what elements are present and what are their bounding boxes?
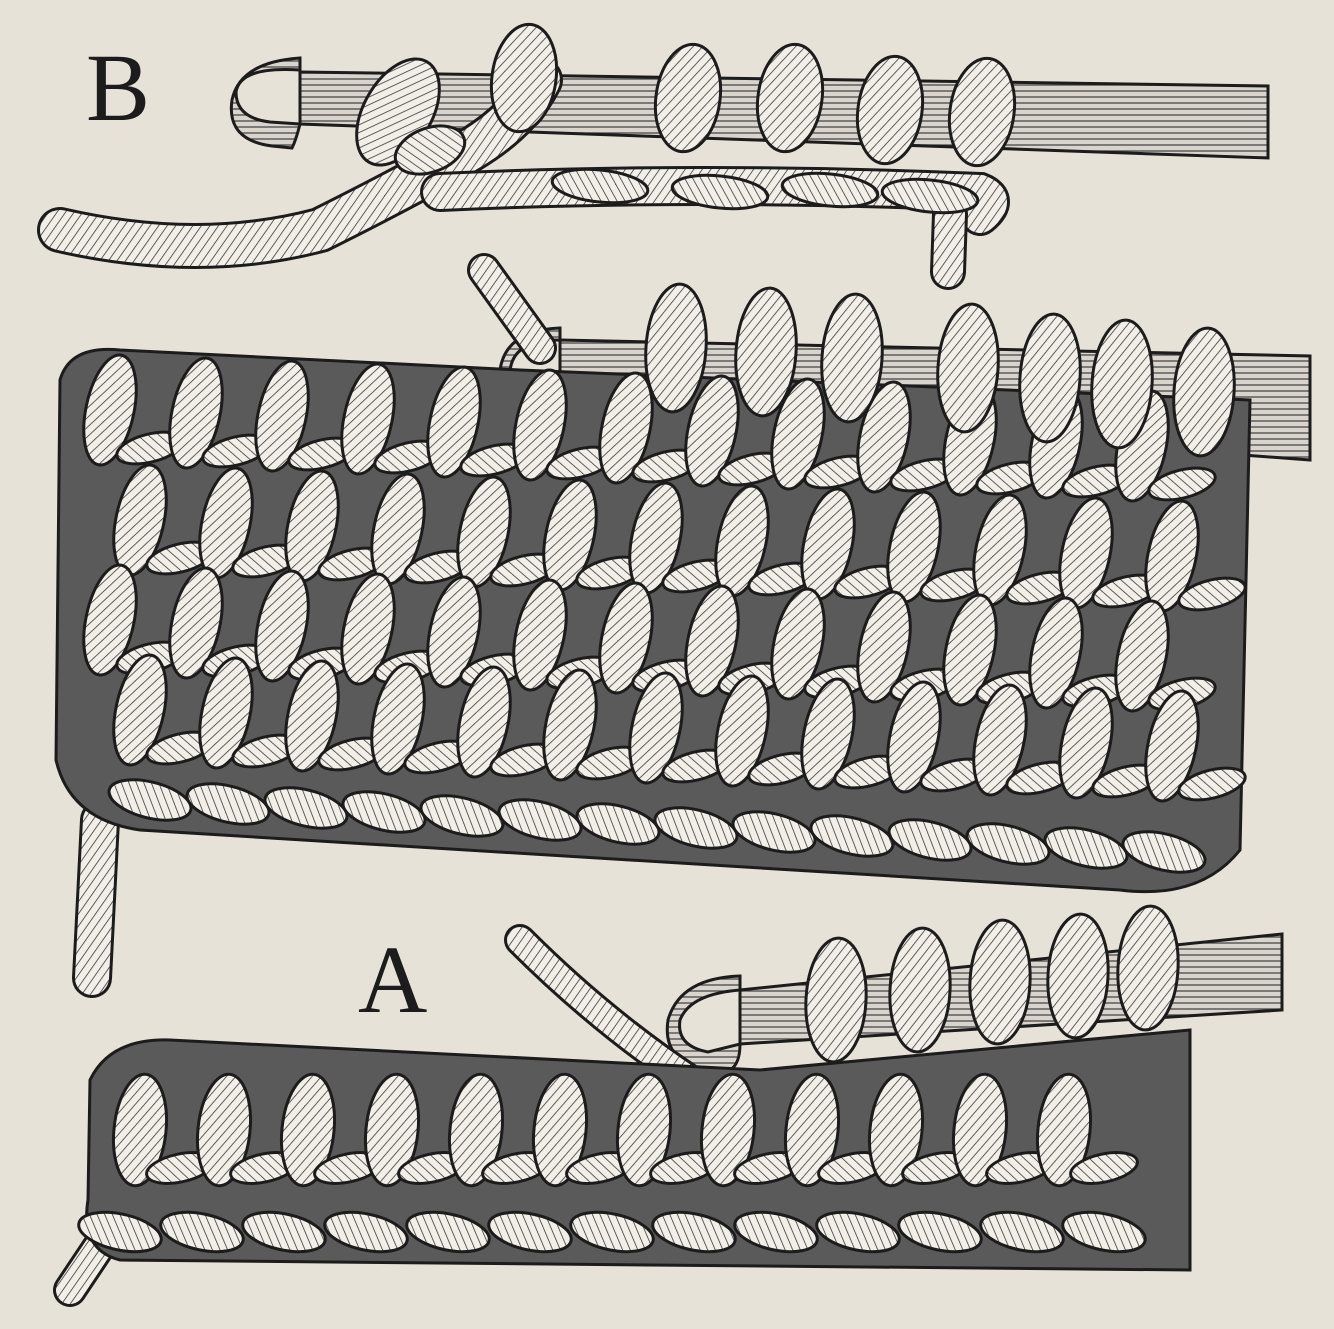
- hook-loop-a-2: [887, 927, 953, 1054]
- figure-label-a: A: [358, 932, 427, 1028]
- hook-loop-b-4: [851, 52, 929, 168]
- yarn-end-b-fill: [948, 214, 950, 272]
- hook-loop-a-1: [803, 937, 869, 1064]
- fabric-tail-left-fill: [92, 820, 100, 978]
- hook-loop-b-5: [943, 54, 1021, 170]
- figure-label-b: B: [86, 40, 150, 136]
